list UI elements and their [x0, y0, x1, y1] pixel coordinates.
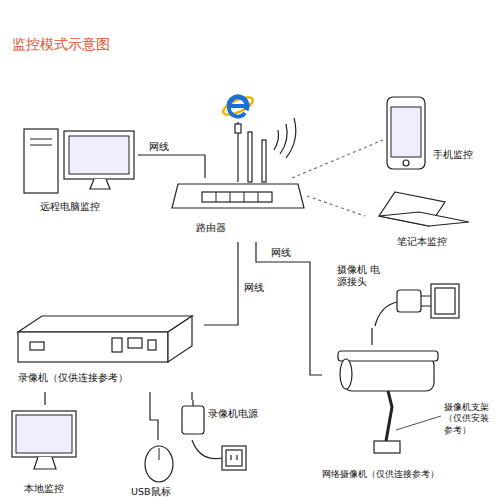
diagram-title: 监控模式示意图 [12, 36, 110, 54]
network-camera-icon [322, 345, 442, 485]
node-caption: 笔记本监控 [397, 236, 447, 248]
phone: 手机监控 [383, 95, 495, 175]
network-cable [192, 392, 193, 400]
node-caption: 摄像机 电源接头 [337, 264, 383, 288]
recorder-power: 录像机电源 [180, 400, 280, 442]
node-caption: 手机监控 [433, 149, 473, 161]
camera-power-connector: 摄像机 电源接头 [335, 262, 465, 328]
laptop: 笔记本监控 [365, 188, 475, 250]
usb-mouse: USB鼠标 [125, 440, 195, 500]
wall-outlet [192, 440, 246, 470]
network-cable [138, 155, 205, 178]
router-icon [172, 178, 307, 242]
part-label: 摄像机支架（仅供安装参考） [443, 402, 497, 436]
ie-icon [221, 94, 255, 118]
network-cable [150, 392, 158, 440]
recorder: 录像机（仅供连接参考） [12, 312, 204, 392]
node-caption: 网络摄像机（仅供连接参考） [322, 469, 439, 480]
phone-icon [383, 95, 495, 175]
network-camera: 网络摄像机（仅供连接参考） [322, 345, 442, 485]
node-caption: 本地监控 [24, 483, 64, 495]
network-cable [372, 328, 373, 345]
node-caption: USB鼠标 [131, 486, 171, 498]
remote-pc: 远程电脑监控 [20, 125, 138, 217]
edge-label: 网线 [270, 247, 292, 259]
router-antennas [248, 118, 296, 182]
router: 路由器 [172, 178, 307, 242]
wireless-link [307, 196, 365, 216]
node-caption: 远程电脑监控 [40, 201, 100, 213]
node-caption: 录像机（仅供连接参考） [18, 372, 128, 384]
local-monitor: 本地监控 [6, 405, 90, 499]
recorder-power-icon [180, 400, 280, 442]
node-caption: 路由器 [196, 222, 226, 234]
network-cable [45, 392, 46, 405]
node-caption: 录像机电源 [208, 408, 258, 420]
network-cable [204, 242, 238, 325]
network-cable [256, 242, 322, 375]
bracket-leader [396, 416, 441, 430]
internet-cable [235, 122, 241, 182]
edge-label: 网线 [148, 141, 170, 153]
wireless-link [292, 140, 383, 178]
edge-label: 网线 [243, 282, 265, 294]
